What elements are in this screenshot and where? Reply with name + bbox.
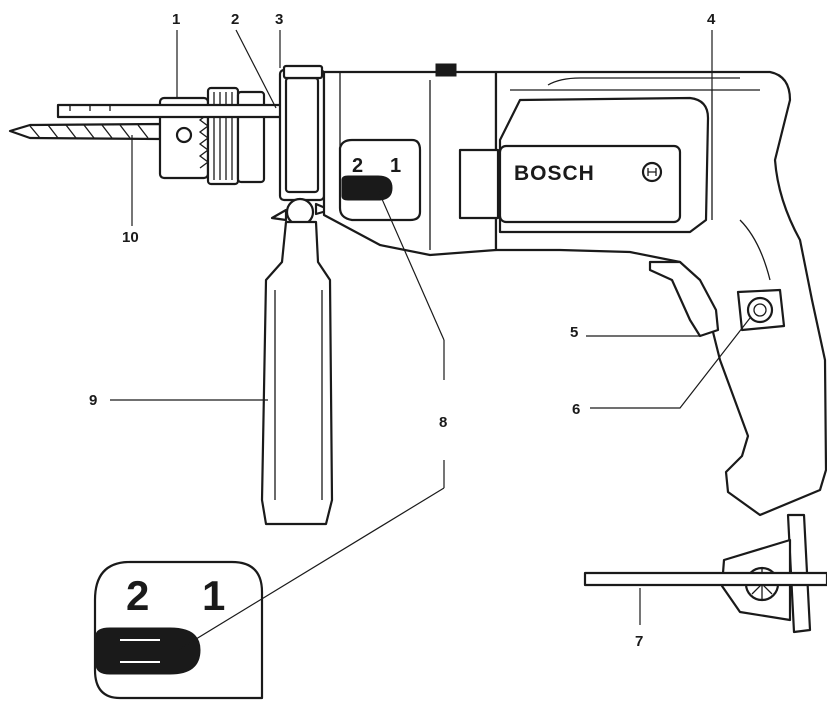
leader-lines xyxy=(110,29,751,651)
brand-logo-text: BOSCH xyxy=(514,162,595,185)
callout-1: 1 xyxy=(172,11,180,28)
callout-5: 5 xyxy=(570,324,578,341)
drill-bit xyxy=(8,122,162,141)
inset-gear-label-1: 1 xyxy=(202,572,225,619)
callout-6: 6 xyxy=(572,401,580,418)
callout-10: 10 xyxy=(122,229,139,246)
trigger-switch xyxy=(648,260,720,338)
gear-selector-inset: 2 1 xyxy=(93,560,264,700)
lock-button xyxy=(736,288,786,332)
callout-8: 8 xyxy=(439,414,447,431)
callout-2: 2 xyxy=(231,11,239,28)
cord-guard xyxy=(583,513,827,634)
callout-9: 9 xyxy=(89,392,97,409)
gear-label-1: 1 xyxy=(390,155,401,177)
gear-label-2: 2 xyxy=(352,155,363,177)
auxiliary-handle xyxy=(260,220,334,526)
motor-body: BOSCH xyxy=(458,70,827,517)
callout-7: 7 xyxy=(635,633,643,650)
handle-clamp xyxy=(270,64,332,227)
chuck xyxy=(158,86,266,186)
inset-gear-label-2: 2 xyxy=(126,572,149,619)
callout-3: 3 xyxy=(275,11,283,28)
callout-4: 4 xyxy=(707,11,716,28)
